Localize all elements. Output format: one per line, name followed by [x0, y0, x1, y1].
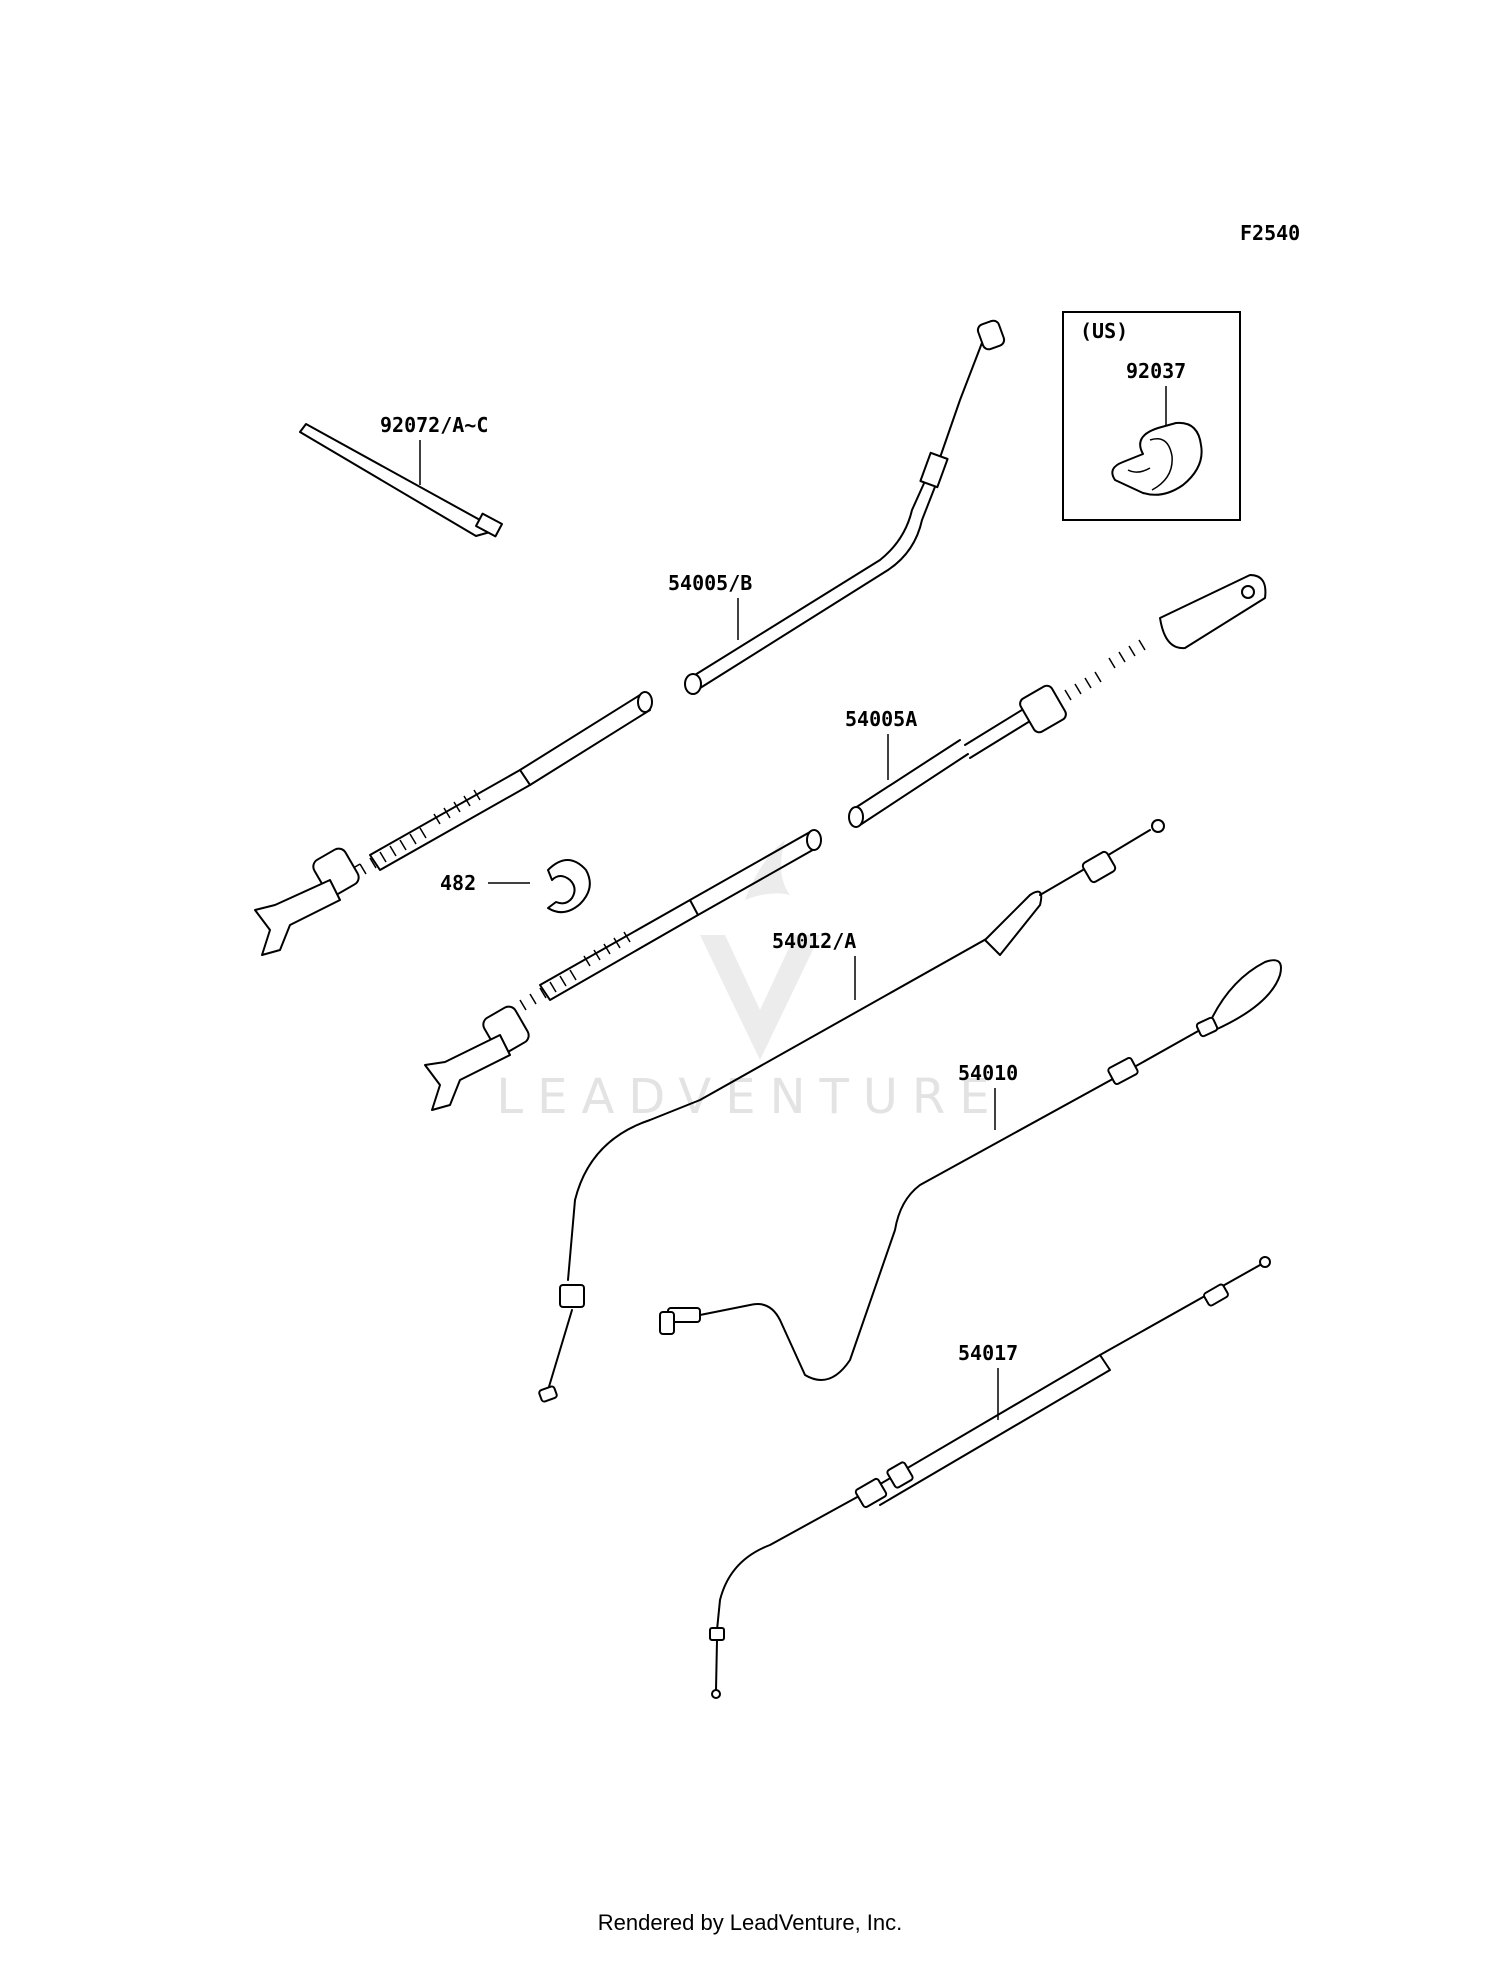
- adjuster-cable-left: [254, 691, 653, 956]
- adjuster-cable-left-end: [637, 691, 653, 713]
- throttle-cable-icon: [567, 919, 1021, 1281]
- adjuster-cable-center-icon: [689, 831, 819, 916]
- adjuster-cable-center-fork: [424, 1034, 511, 1111]
- e-ring-icon: [547, 859, 591, 914]
- clutch-cable-icon: [715, 1264, 1261, 1641]
- cable-tie-icon: [299, 423, 491, 537]
- callout-54005-b: 54005/B: [668, 571, 752, 595]
- throttle-cable-group: 54012/A: [538, 819, 1165, 1403]
- adjuster-cable-center-spring: [519, 931, 631, 1011]
- brake-cable-loop: [1209, 959, 1282, 1031]
- clutch-cable-top-end: [1259, 1256, 1271, 1268]
- callout-92072: 92072/A~C: [380, 413, 488, 437]
- watermark-text: LEADVENTURE: [496, 1069, 1003, 1125]
- choke-cable-a-clevis: [1159, 574, 1267, 650]
- watermark-logo-icon: [700, 840, 820, 1060]
- cable-tie-group: 92072/A~C: [299, 413, 503, 538]
- brake-cable-tip: [659, 1311, 675, 1335]
- clutch-cable-lower-wire: [715, 1639, 718, 1691]
- clutch-cable-lower-ferrule: [709, 1627, 725, 1641]
- choke-cable-a-end: [848, 806, 864, 828]
- adjuster-cable-center-end: [806, 829, 822, 851]
- brake-cable-adjuster: [1107, 1057, 1139, 1085]
- choke-cable-a-nut: [1019, 684, 1067, 734]
- callout-482: 482: [440, 871, 476, 895]
- clutch-cable-group: 54017: [709, 1256, 1271, 1699]
- watermark: LEADVENTURE: [496, 840, 1003, 1125]
- choke-cable-b-wire: [934, 334, 986, 473]
- choke-cable-b-tip: [976, 319, 1006, 351]
- choke-cable-a-group: 54005A: [845, 574, 1267, 828]
- clutch-cable-adjuster-2: [886, 1461, 914, 1489]
- brake-cable-ferrule: [1195, 1016, 1219, 1038]
- footer-credit: Rendered by LeadVenture, Inc.: [597, 1910, 903, 1935]
- throttle-cable-adjuster: [1081, 850, 1117, 884]
- choke-cable-b-group: 54005/B: [668, 319, 1006, 695]
- callout-54010: 54010: [958, 1061, 1018, 1085]
- callout-54005a: 54005A: [845, 707, 917, 731]
- throttle-cable-bottom-end: [538, 1385, 558, 1403]
- clutch-cable-bottom-end: [711, 1689, 721, 1699]
- us-inset: (US) 92037: [1062, 311, 1241, 521]
- choke-cable-a-icon: [851, 739, 969, 826]
- adjuster-cable-left-fork: [254, 879, 341, 956]
- choke-cable-b-sleeve: [919, 451, 949, 489]
- cable-tie-head-icon: [475, 512, 503, 538]
- choke-cable-a-inner: [964, 704, 1036, 759]
- choke-cable-a-pin: [1241, 585, 1255, 599]
- callout-54012-a: 54012/A: [772, 929, 856, 953]
- adjuster-cable-left-icon: [519, 694, 651, 786]
- brake-cable-icon: [699, 1029, 1201, 1381]
- choke-cable-b-icon: [689, 469, 941, 691]
- clutch-cable-upper-adjuster: [1203, 1283, 1229, 1307]
- clamp-icon: [1111, 421, 1203, 496]
- adjuster-cable-center-body: [539, 899, 699, 1001]
- inset-frame: [1062, 311, 1241, 521]
- callout-92037: 92037: [1126, 359, 1186, 383]
- clamp-detail: [1127, 438, 1173, 491]
- adjuster-cable-center: [424, 829, 822, 1111]
- throttle-cable-lower-wire: [547, 1309, 573, 1391]
- callout-54017: 54017: [958, 1341, 1018, 1365]
- brake-cable-group: 54010: [659, 959, 1282, 1381]
- throttle-cable-funnel: [984, 890, 1043, 956]
- throttle-cable-lower-adjuster: [559, 1284, 585, 1308]
- choke-cable-a-spring: [1064, 639, 1146, 701]
- figure-code: F2540: [1240, 221, 1300, 245]
- choke-cable-b-end: [684, 673, 702, 695]
- clutch-cable-sheath: [879, 1354, 1111, 1506]
- adjuster-cable-left-body: [369, 769, 531, 871]
- clutch-cable-adjuster-1: [854, 1477, 888, 1509]
- e-ring-group: 482: [440, 859, 591, 914]
- throttle-cable-top-end: [1151, 819, 1165, 833]
- region-label: (US): [1080, 319, 1128, 343]
